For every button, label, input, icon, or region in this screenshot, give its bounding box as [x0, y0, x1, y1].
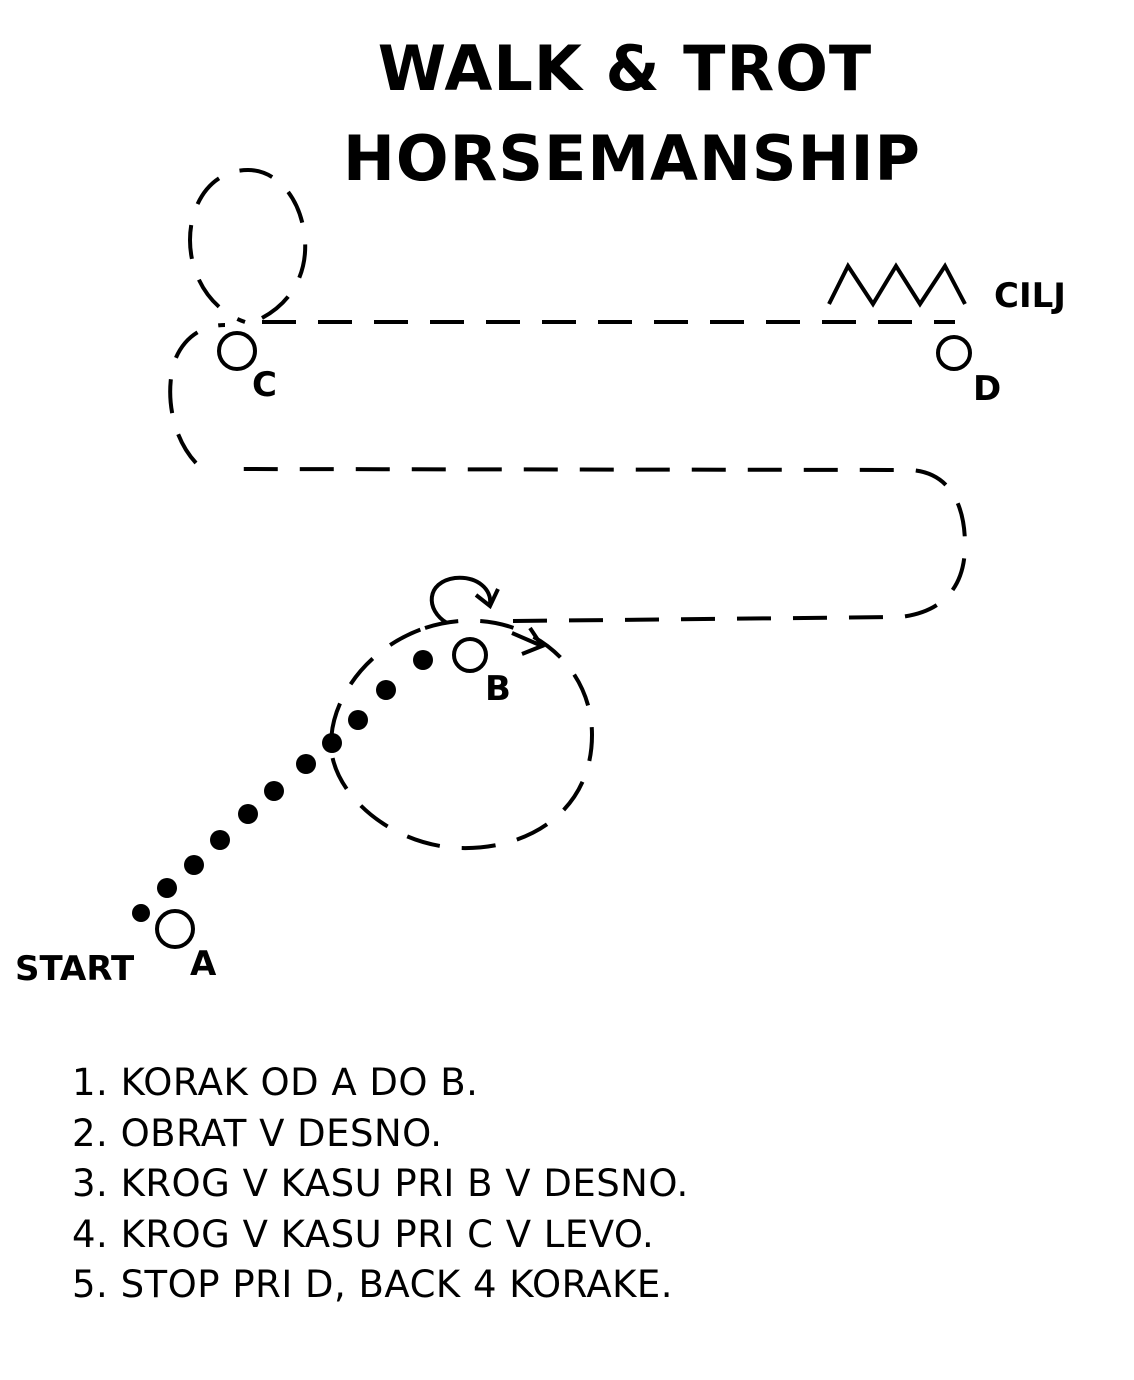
trot-route-b-to-c: [229, 467, 968, 623]
walk-dot: [348, 710, 368, 730]
trot-circle-b: [329, 618, 595, 851]
marker-circle-a: [155, 909, 195, 949]
trot-circle-c: [187, 167, 308, 324]
walk-dot: [296, 754, 316, 774]
instruction-item: 3. KROG V KASU PRI B V DESNO.: [72, 1162, 689, 1205]
marker-circle-c: [217, 331, 257, 371]
marker-label-c: C: [252, 365, 277, 405]
instruction-item: 5. STOP PRI D, BACK 4 KORAKE.: [72, 1263, 674, 1306]
walk-dot: [322, 733, 342, 753]
marker-circle-d: [936, 335, 972, 371]
back-up-zigzag-icon: [827, 262, 967, 308]
walk-dot: [413, 650, 433, 670]
instruction-item: 4. KROG V KASU PRI C V LEVO.: [72, 1212, 655, 1256]
walk-dot: [157, 878, 177, 898]
start-label: START: [15, 949, 135, 989]
instruction-item: 2. OBRAT V DESNO.: [72, 1111, 443, 1155]
turn-arrow-head-icon: [474, 588, 500, 610]
walk-path-a-to-b: [132, 650, 433, 922]
title-line-2: HORSEMANSHIP: [343, 122, 921, 195]
title-line-1: WALK & TROT: [378, 32, 872, 105]
instruction-list: 1. KORAK OD A DO B. 2. OBRAT V DESNO. 3.…: [72, 1058, 689, 1311]
trot-circle-c-approach: [168, 323, 226, 465]
turn-arrow-icon: [429, 575, 493, 625]
marker-label-d: D: [973, 369, 1001, 409]
walk-dot: [376, 680, 396, 700]
finish-label: CILJ: [994, 276, 1066, 316]
walk-dot: [264, 781, 284, 801]
walk-dot: [132, 904, 150, 922]
instruction-item: 1. KORAK OD A DO B.: [72, 1061, 479, 1104]
walk-dot: [210, 830, 230, 850]
walk-dot: [184, 855, 204, 875]
marker-circle-b: [452, 637, 488, 673]
marker-label-b: B: [485, 669, 511, 709]
marker-label-a: A: [190, 944, 217, 984]
walk-dot: [238, 804, 258, 824]
direction-arrow-icon: [511, 626, 546, 656]
